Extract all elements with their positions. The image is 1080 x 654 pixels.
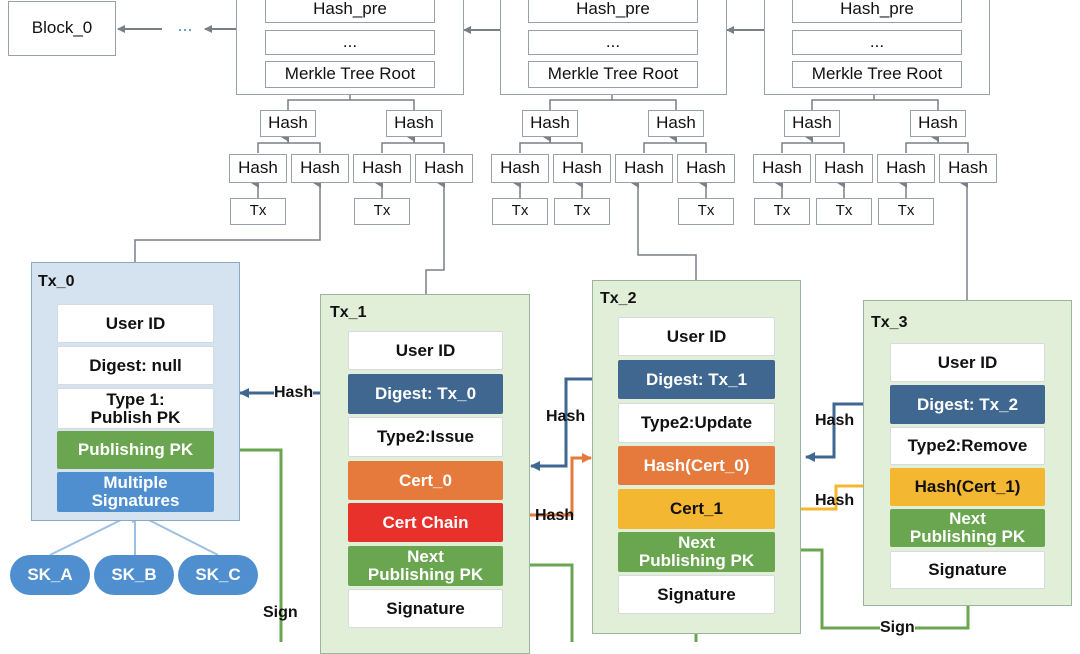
tx0-multiple-signatures: Multiple Signatures xyxy=(57,472,214,512)
tx0-title: Tx_0 xyxy=(38,273,75,290)
merkle-2-tx-1: Tx xyxy=(492,198,548,225)
tx3-title: Tx_3 xyxy=(871,314,908,331)
hash-label-tx1-tx0: Hash xyxy=(274,384,314,402)
merkle-3-tx-3: Tx xyxy=(878,198,934,225)
tx1-digest: Digest: Tx_0 xyxy=(348,374,503,414)
tx2-signature: Signature xyxy=(618,575,775,614)
block-3-hash-pre: Hash_pre xyxy=(792,0,962,23)
block-1-merkle-root: Merkle Tree Root xyxy=(265,61,435,88)
merkle-1-leaf-1: Hash xyxy=(229,154,287,183)
hash-label-tx2-tx1: Hash xyxy=(546,408,586,425)
hash-label-cert0: Hash xyxy=(535,507,575,524)
tx2-title: Tx_2 xyxy=(600,290,637,307)
tx1-title: Tx_1 xyxy=(330,304,367,321)
sk-c-key: SK_C xyxy=(178,555,258,595)
merkle-2-hash-l: Hash xyxy=(522,110,578,137)
tx1-signature: Signature xyxy=(348,589,503,628)
tx2-next-publishing-pk: Next Publishing PK xyxy=(618,532,775,572)
tx2-digest: Digest: Tx_1 xyxy=(618,360,775,399)
tx1-type: Type2:Issue xyxy=(348,417,503,457)
tx2-user-id: User ID xyxy=(618,317,775,356)
genesis-block: Block_0 xyxy=(8,1,116,56)
merkle-3-leaf-2: Hash xyxy=(815,154,873,183)
tx1-next-publishing-pk: Next Publishing PK xyxy=(348,546,503,586)
merkle-3-hash-r: Hash xyxy=(910,110,966,137)
merkle-3-tx-1: Tx xyxy=(754,198,810,225)
merkle-2-leaf-1: Hash xyxy=(491,154,549,183)
block-1-hash-pre: Hash_pre xyxy=(265,0,435,23)
block-2-merkle-root: Merkle Tree Root xyxy=(528,61,698,88)
merkle-1-tx-1: Tx xyxy=(230,198,286,225)
tx3-digest: Digest: Tx_2 xyxy=(890,385,1045,424)
merkle-3-leaf-4: Hash xyxy=(939,154,997,183)
tx2-type: Type2:Update xyxy=(618,403,775,443)
sk-b-key: SK_B xyxy=(94,555,174,595)
merkle-3-leaf-3: Hash xyxy=(877,154,935,183)
tx3-signature: Signature xyxy=(890,551,1045,589)
merkle-1-hash-r: Hash xyxy=(386,110,442,137)
merkle-2-hash-r: Hash xyxy=(648,110,704,137)
sk-a-key: SK_A xyxy=(10,555,90,595)
tx0-user-id: User ID xyxy=(57,304,214,343)
block-2-dots: ... xyxy=(528,30,698,55)
tx1-cert-chain: Cert Chain xyxy=(348,503,503,542)
hash-label-tx3-tx2: Hash xyxy=(815,412,855,429)
tx0-publishing-pk: Publishing PK xyxy=(57,431,214,469)
tx1-user-id: User ID xyxy=(348,331,503,370)
tx2-cert: Cert_1 xyxy=(618,489,775,529)
merkle-2-tx-2: Tx xyxy=(554,198,610,225)
merkle-3-leaf-1: Hash xyxy=(753,154,811,183)
merkle-3-tx-2: Tx xyxy=(816,198,872,225)
tx3-hash-cert: Hash(Cert_1) xyxy=(890,468,1045,506)
tx0-digest: Digest: null xyxy=(57,346,214,385)
tx1-cert: Cert_0 xyxy=(348,461,503,500)
tx3-user-id: User ID xyxy=(890,343,1045,382)
block-2-hash-pre: Hash_pre xyxy=(528,0,698,23)
tx0-type: Type 1: Publish PK xyxy=(57,388,214,429)
block-3-dots: ... xyxy=(792,30,962,55)
chain-ellipsis: ... xyxy=(177,15,193,36)
merkle-2-tx-4: Tx xyxy=(678,198,734,225)
merkle-1-leaf-2: Hash xyxy=(291,154,349,183)
block-3-merkle-root: Merkle Tree Root xyxy=(792,61,962,88)
merkle-2-leaf-3: Hash xyxy=(615,154,673,183)
tx3-type: Type2:Remove xyxy=(890,427,1045,465)
merkle-1-tx-3: Tx xyxy=(354,198,410,225)
block-1-dots: ... xyxy=(265,30,435,55)
merkle-2-leaf-4: Hash xyxy=(677,154,735,183)
merkle-1-hash-l: Hash xyxy=(260,110,316,137)
merkle-2-leaf-2: Hash xyxy=(553,154,611,183)
tx3-next-publishing-pk: Next Publishing PK xyxy=(890,509,1045,547)
sign-label-tx3: Sign xyxy=(880,619,915,637)
hash-label-cert1: Hash xyxy=(815,492,855,509)
merkle-3-hash-l: Hash xyxy=(784,110,840,137)
merkle-1-leaf-3: Hash xyxy=(353,154,411,183)
merkle-1-leaf-4: Hash xyxy=(415,154,473,183)
tx2-hash-cert: Hash(Cert_0) xyxy=(618,446,775,485)
sign-label-tx1: Sign xyxy=(263,604,298,621)
